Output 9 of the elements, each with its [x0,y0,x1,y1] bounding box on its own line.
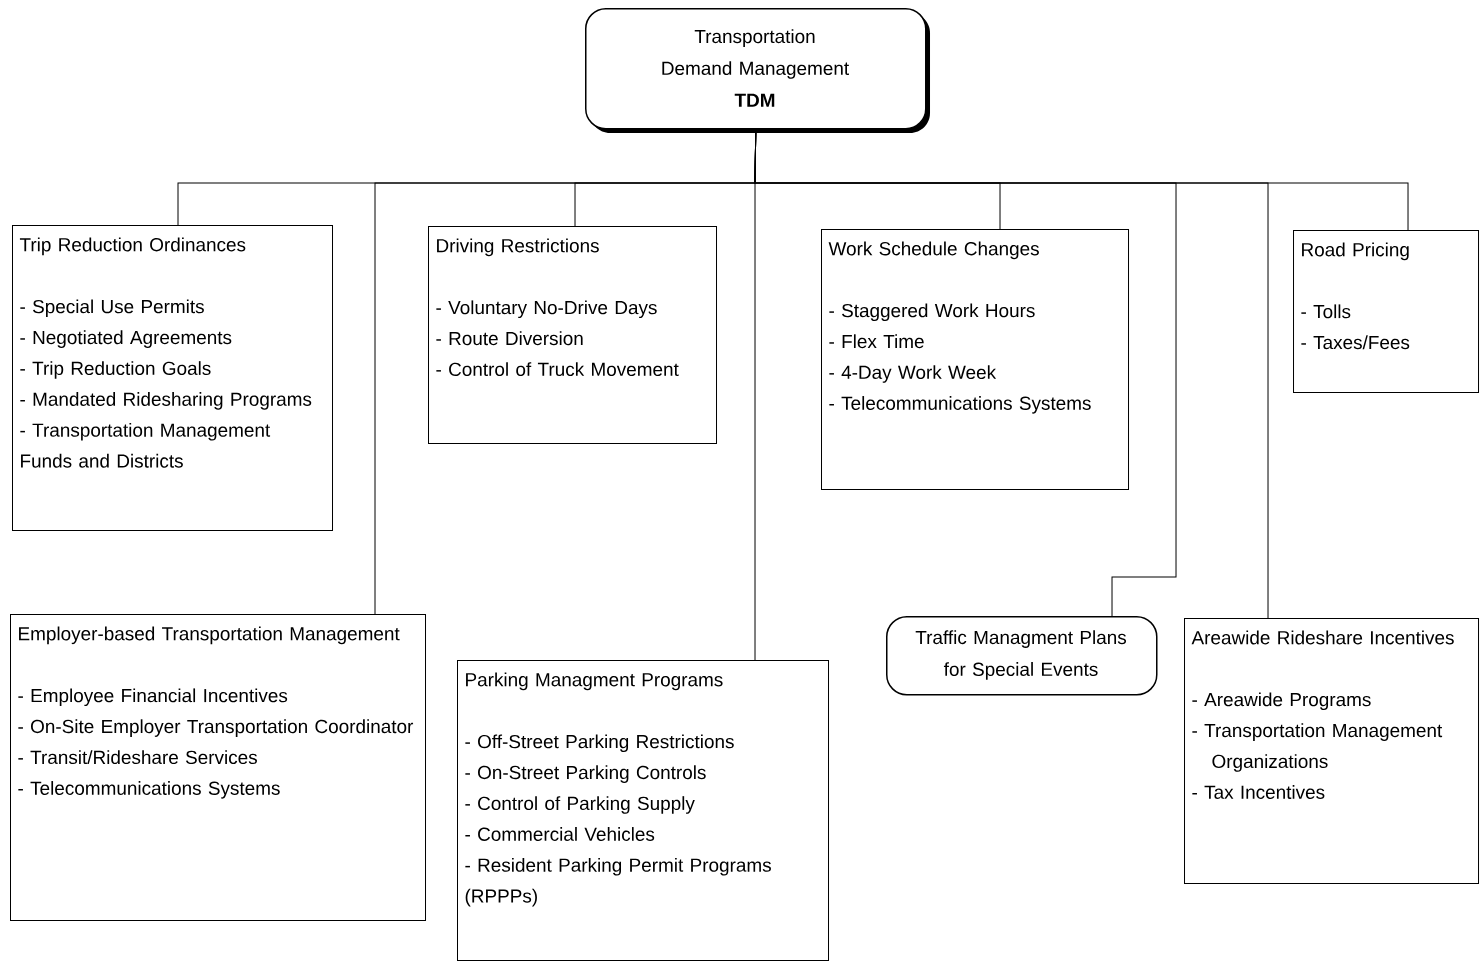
title-box: Traffic Managment Plans for Special Events [886,616,1158,696]
category-box: Areawide Rideshare Incentives - Areawide Programs - Transportation Management Organizations - Tax Incentives [1184,618,1479,884]
category-box: Driving Restrictions - Voluntary No-Drive Days - Route Diversion - Control of Truck Movement [428,226,717,444]
category-box: Parking Managment Programs - Off-Street Parking Restrictions - On-Street Parking Controls - Control of Parking Supply - Commercial Vehicles - Resident Parking Permit Programs (RPPPs) [457,660,829,961]
category-box: Road Pricing - Tolls - Taxes/Fees [1293,230,1479,393]
category-box: Employer-based Transportation Management - Employee Financial Incentives - On-Site Employer Transportation Coordinator - Transit/Rideshare Services - Telecommunications Systems [10,614,426,921]
category-box: Work Schedule Changes - Staggered Work Hours - Flex Time - 4-Day Work Week - Telecommunications Systems [821,229,1129,490]
category-box: Trip Reduction Ordinances - Special Use Permits - Negotiated Agreements - Trip Reduction Goals - Mandated Ridesharing Programs - Transportation Management Funds and Districts [12,225,333,531]
title-box: Transportation Demand Management TDM [585,8,930,133]
